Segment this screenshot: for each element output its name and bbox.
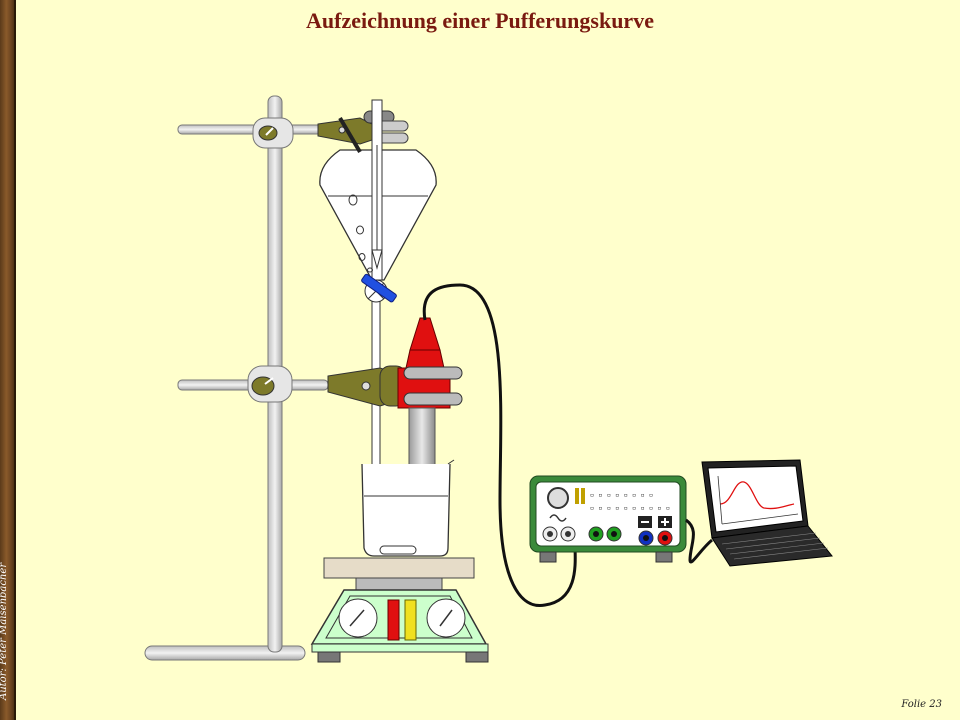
measurement-interface: ▫ ▫ ▫ ▫ ▫ ▫ ▫ ▫ ▫ ▫ ▫ ▫ ▫ ▫ ▫ ▫ ▫ ▫ [529,475,687,563]
binder-spine-edge [14,0,16,720]
electrode-cable [422,283,577,608]
svg-text:▫ ▫ ▫ ▫ ▫ ▫ ▫ ▫ ▫ ▫: ▫ ▫ ▫ ▫ ▫ ▫ ▫ ▫ ▫ ▫ [590,504,670,512]
lower-electrode-clamp [327,365,407,407]
beaker [361,459,455,557]
upper-clamp-bar [177,117,329,149]
svg-text:▫ ▫ ▫ ▫ ▫ ▫ ▫ ▫: ▫ ▫ ▫ ▫ ▫ ▫ ▫ ▫ [590,491,653,499]
magnetic-stirrer [310,557,489,663]
slide-number: Folie 23 [901,699,942,710]
slide-title: Aufzeichnung einer Pufferungskurve [306,8,654,33]
binder-spine [0,0,16,720]
laptop [701,459,833,567]
glass-rod [338,116,362,154]
upper-burette-clamp [317,110,409,145]
laptop-cable [685,518,713,564]
lower-clamp-bar [177,365,329,403]
stand-base [144,645,306,661]
